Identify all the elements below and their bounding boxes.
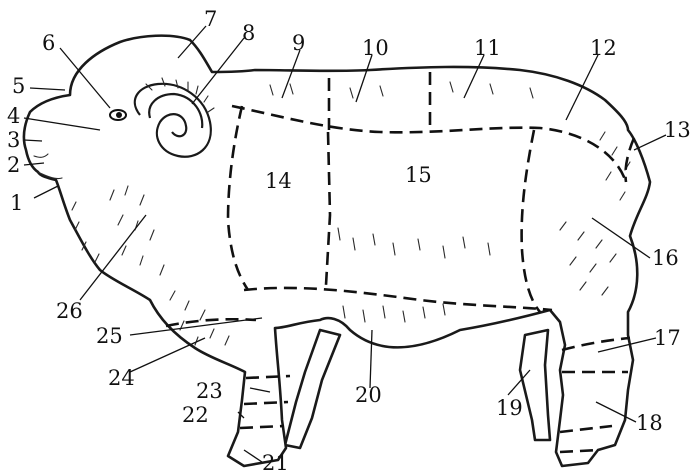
eye-icon — [110, 110, 126, 120]
label-12: 12 — [590, 36, 617, 60]
label-26: 26 — [56, 299, 83, 323]
label-18: 18 — [636, 411, 663, 435]
far-hind-leg — [520, 330, 550, 440]
label-8: 8 — [242, 21, 255, 45]
label-10: 10 — [362, 36, 389, 60]
label-22: 22 — [182, 403, 209, 427]
label-4: 4 — [7, 104, 20, 128]
label-9: 9 — [292, 31, 305, 55]
label-25: 25 — [96, 324, 123, 348]
label-24: 24 — [108, 366, 135, 390]
label-6: 6 — [42, 31, 55, 55]
label-5: 5 — [12, 74, 25, 98]
label-2: 2 — [7, 153, 20, 177]
label-7: 7 — [204, 7, 217, 31]
label-15: 15 — [405, 163, 432, 187]
label-14: 14 — [265, 169, 292, 193]
label-16: 16 — [652, 246, 679, 270]
label-19: 19 — [496, 396, 523, 420]
label-3: 3 — [7, 128, 20, 152]
label-23: 23 — [196, 379, 223, 403]
label-20: 20 — [355, 383, 382, 407]
label-13: 13 — [664, 118, 691, 142]
label-21: 21 — [262, 451, 289, 475]
label-11: 11 — [474, 36, 501, 60]
label-1: 1 — [10, 191, 23, 215]
far-foreleg — [285, 330, 340, 448]
label-17: 17 — [654, 326, 681, 350]
